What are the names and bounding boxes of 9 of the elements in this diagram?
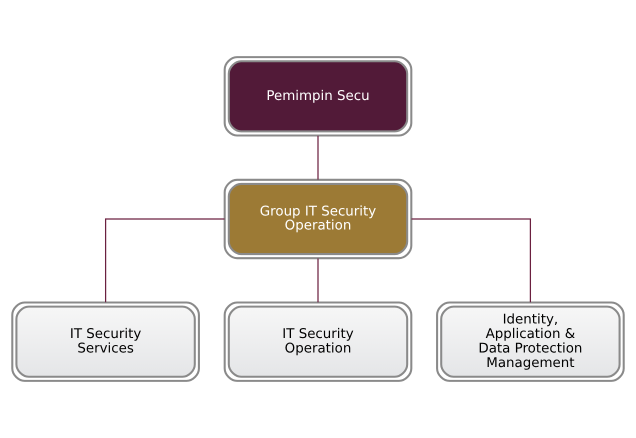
connector [317, 258, 319, 302]
node-box: Identity, Application & Data Protection Management [436, 301, 625, 382]
node-box: IT Security Services [11, 301, 200, 382]
connector [411, 218, 532, 302]
node-box: Pemimpin Secu [224, 56, 412, 137]
node-box: Group IT Security Operation [224, 178, 412, 260]
connector [104, 218, 225, 302]
connector [317, 136, 319, 180]
node-box: IT Security Operation [224, 301, 412, 382]
